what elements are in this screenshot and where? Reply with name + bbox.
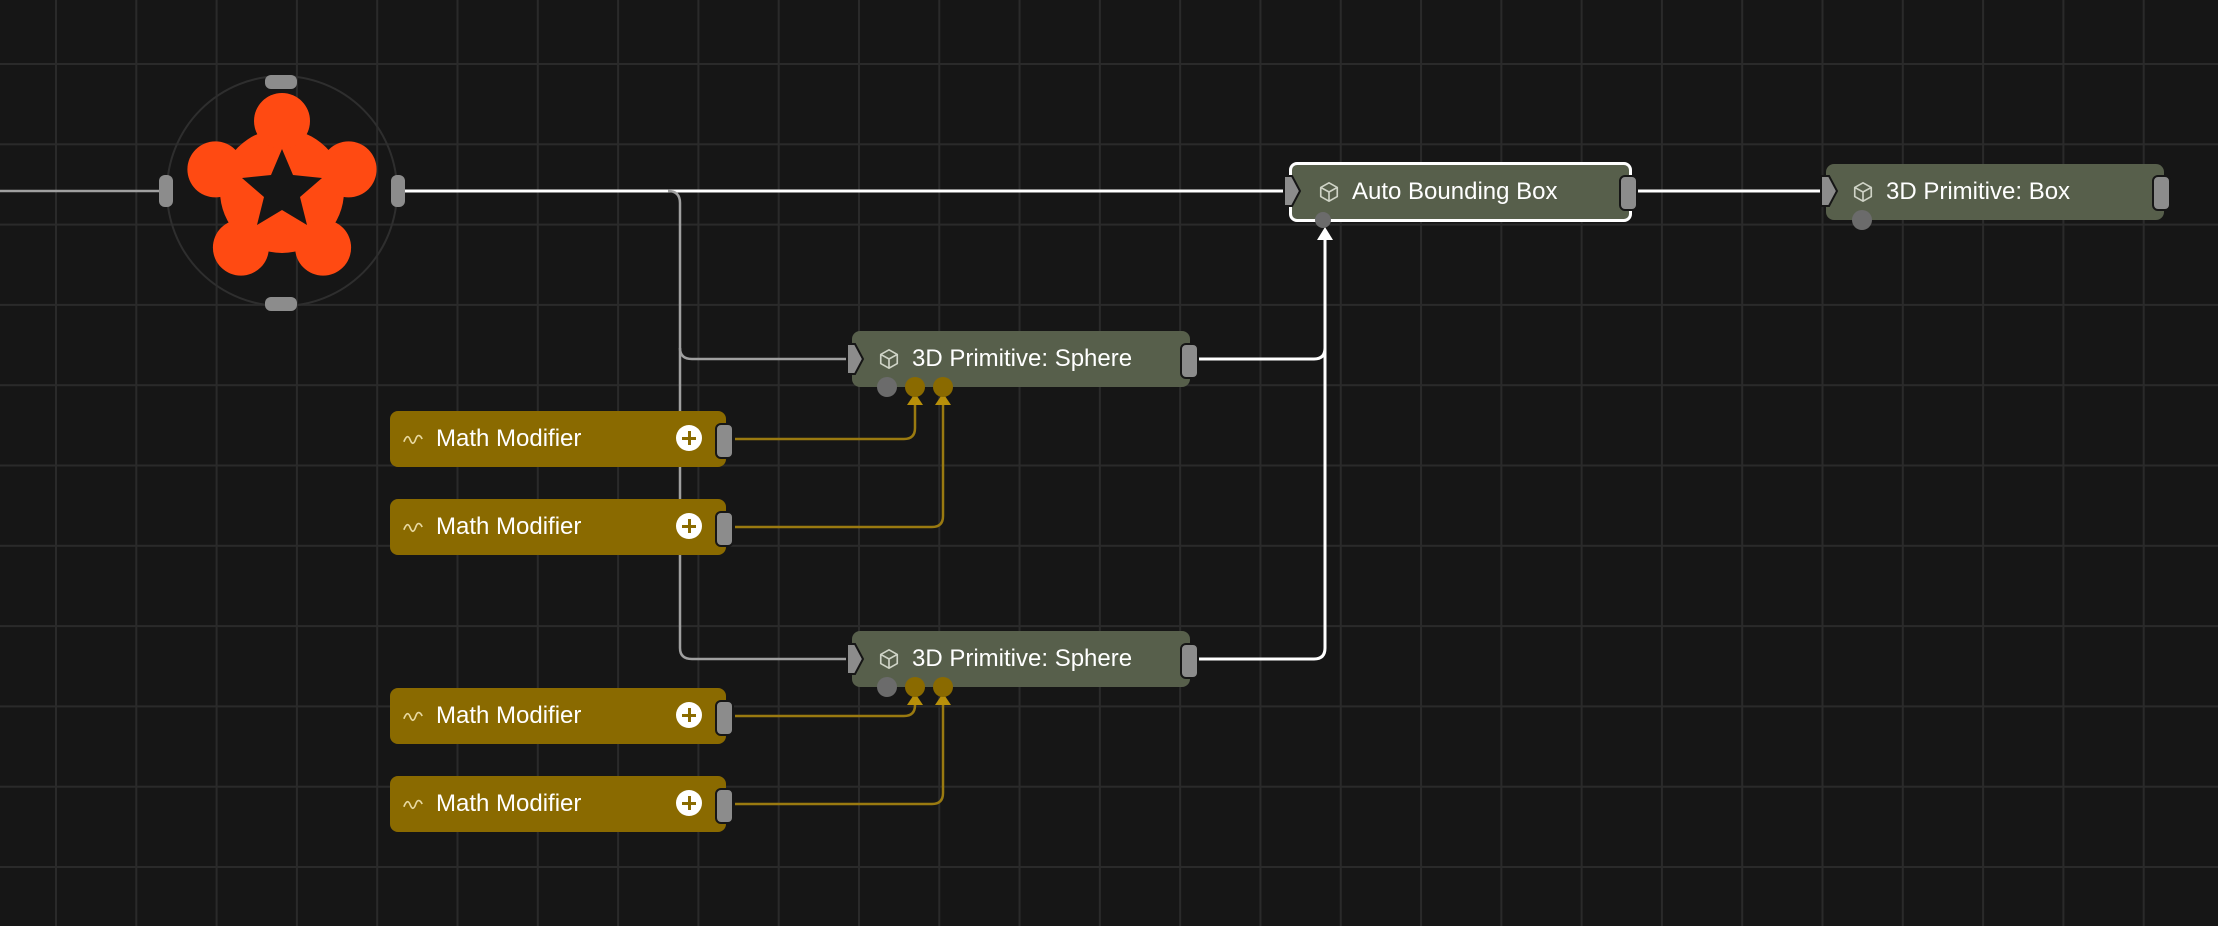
node-label: Math Modifier	[436, 425, 582, 452]
sphere-node-2[interactable]: 3D Primitive: Sphere	[852, 631, 1190, 687]
add-icon[interactable]	[676, 702, 702, 728]
hub-to-sphere-1-wire	[667, 189, 852, 361]
sphere-2-modifier-port-b[interactable]	[933, 677, 953, 697]
modifier-2-wire	[735, 400, 945, 529]
modifier-1-output-port[interactable]	[715, 423, 734, 459]
bounding-box-bottom-port[interactable]	[1315, 212, 1331, 228]
node-label: Math Modifier	[436, 790, 582, 817]
hub-bottom-port[interactable]	[265, 297, 297, 311]
wave-icon	[402, 516, 424, 538]
hub-top-port[interactable]	[265, 75, 297, 89]
sphere-1-modifier-port-b[interactable]	[933, 377, 953, 397]
flower-logo-icon	[187, 93, 377, 276]
wave-icon	[402, 793, 424, 815]
add-icon[interactable]	[676, 425, 702, 451]
bounding-box-input-arrow	[1317, 227, 1333, 240]
modifier-3-wire	[735, 700, 917, 718]
add-icon[interactable]	[676, 513, 702, 539]
wave-icon	[402, 705, 424, 727]
hub-input-port[interactable]	[159, 175, 173, 207]
modifier-4-output-port[interactable]	[715, 788, 734, 824]
sphere-1-output-port[interactable]	[1180, 343, 1199, 379]
node-label: Math Modifier	[436, 702, 582, 729]
sphere-1-input-port[interactable]	[845, 342, 865, 376]
bounding-box-output-port[interactable]	[1619, 175, 1638, 211]
math-modifier-node-1[interactable]: Math Modifier	[390, 411, 726, 467]
sphere-2-output-port[interactable]	[1180, 643, 1199, 679]
node-label: 3D Primitive: Sphere	[912, 645, 1133, 672]
hub-to-sphere-2-wire	[678, 348, 852, 661]
add-icon[interactable]	[676, 790, 702, 816]
math-modifier-node-2[interactable]: Math Modifier	[390, 499, 726, 555]
cube-icon	[878, 648, 900, 670]
sphere-1-to-bounding-box-wire	[1192, 232, 1327, 361]
sphere-2-input-port[interactable]	[845, 642, 865, 676]
sphere-2-modifier-port-a[interactable]	[905, 677, 925, 697]
math-modifier-node-4[interactable]: Math Modifier	[390, 776, 726, 832]
hub-output-port[interactable]	[391, 175, 405, 207]
modifier-2-output-port[interactable]	[715, 511, 734, 547]
node-label: Math Modifier	[436, 513, 582, 540]
modifier-4-wire	[735, 700, 945, 806]
sphere-1-modifier-port-a[interactable]	[905, 377, 925, 397]
wave-icon	[402, 428, 424, 450]
modifier-1-wire	[735, 400, 917, 441]
modifier-3-output-port[interactable]	[715, 700, 734, 736]
box-bottom-port[interactable]	[1852, 210, 1872, 230]
node-label: 3D Primitive: Sphere	[912, 345, 1133, 372]
sphere-2-to-bounding-box-wire	[1192, 348, 1327, 661]
cube-icon	[1318, 181, 1340, 203]
cube-icon	[1852, 181, 1874, 203]
box-input-port[interactable]	[1819, 174, 1839, 208]
sphere-2-bottom-port[interactable]	[877, 677, 897, 697]
bounding-box-input-port[interactable]	[1282, 174, 1302, 208]
sphere-1-bottom-port[interactable]	[877, 377, 897, 397]
cube-icon	[878, 348, 900, 370]
math-modifier-node-3[interactable]: Math Modifier	[390, 688, 726, 744]
hub-node[interactable]	[167, 76, 397, 306]
node-label: Auto Bounding Box	[1352, 178, 1558, 205]
auto-bounding-box-node[interactable]: Auto Bounding Box	[1289, 162, 1632, 222]
sphere-node-1[interactable]: 3D Primitive: Sphere	[852, 331, 1190, 387]
box-node[interactable]: 3D Primitive: Box	[1826, 164, 2164, 220]
box-output-port[interactable]	[2152, 175, 2171, 211]
node-label: 3D Primitive: Box	[1886, 178, 2071, 205]
